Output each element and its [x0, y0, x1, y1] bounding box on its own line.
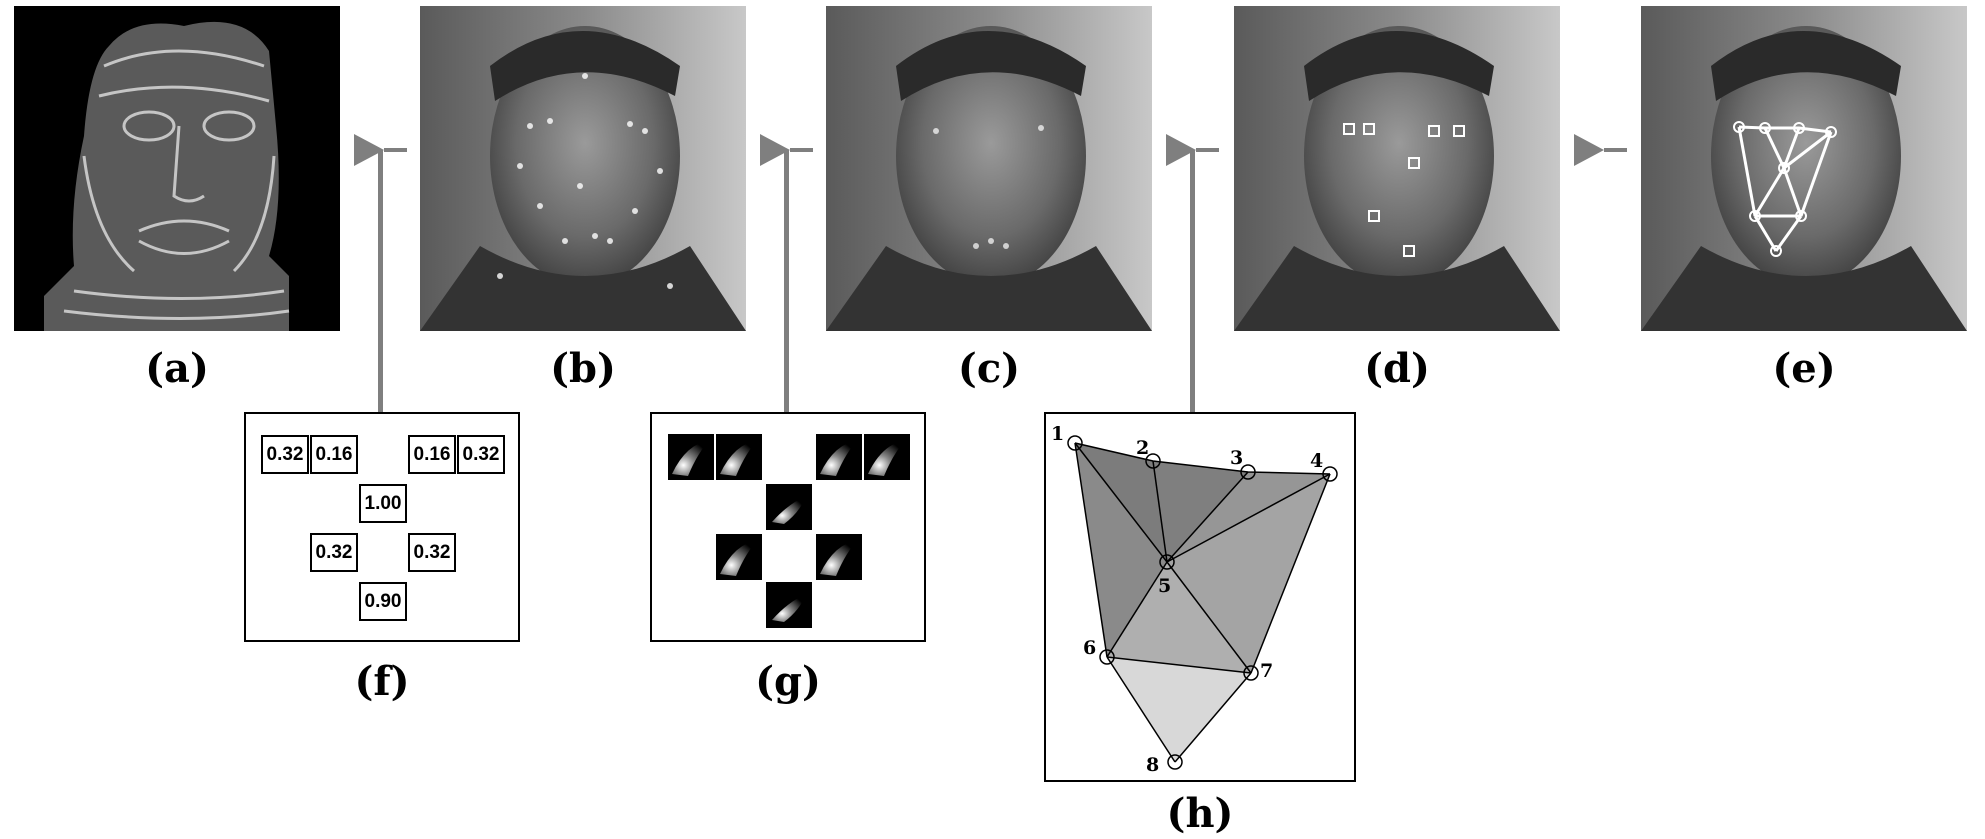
- arrow-icon-a-b: [354, 134, 407, 166]
- caption-h: (h): [1166, 790, 1234, 837]
- node-label: 7: [1260, 660, 1273, 682]
- graph-node: [1099, 649, 1115, 665]
- graph-node: [1067, 435, 1083, 451]
- graph-region: [1153, 461, 1248, 562]
- panel-d-feature-detections: [1234, 6, 1560, 331]
- weight-cell: 0.32: [408, 533, 456, 572]
- connector-line-f: [378, 150, 383, 412]
- panel-c-filtered-points: [826, 6, 1152, 331]
- face-image-c: [826, 6, 1152, 331]
- panel-b-face-candidate-points: [420, 6, 746, 331]
- connector-line-g: [784, 150, 789, 412]
- graph-node: [1167, 754, 1183, 770]
- caption-c: (c): [957, 345, 1021, 392]
- graph-node: [1145, 453, 1161, 469]
- weight-cell: 0.16: [408, 435, 456, 474]
- panel-g-response-maps: [650, 412, 926, 642]
- graph-region: [1107, 562, 1251, 673]
- weight-cell: 0.32: [457, 435, 505, 474]
- graph-region: [1075, 443, 1167, 657]
- caption-d: (d): [1364, 345, 1430, 392]
- graph-region: [1167, 474, 1330, 673]
- caption-a: (a): [145, 345, 209, 392]
- node-label: 6: [1083, 637, 1096, 659]
- caption-b: (b): [550, 345, 616, 392]
- weight-cell: 0.32: [310, 533, 358, 572]
- arrow-icon-c-d: [1166, 134, 1219, 166]
- node-label: 4: [1310, 450, 1323, 472]
- weight-cell: 0.16: [310, 435, 358, 474]
- face-image-d: [1234, 6, 1560, 331]
- graph-node: [1240, 464, 1256, 480]
- weight-cell-center: 1.00: [359, 484, 407, 523]
- panel-f-weight-grid: 0.32 0.16 0.16 0.32 1.00 0.32 0.32 0.90: [244, 412, 520, 642]
- response-map: [816, 434, 862, 480]
- weight-cell: 0.32: [261, 435, 309, 474]
- arrow-icon-d-e: [1574, 134, 1627, 166]
- panel-e-fitted-graph: [1641, 6, 1967, 331]
- caption-e: (e): [1772, 345, 1836, 392]
- node-label: 2: [1136, 437, 1149, 459]
- caption-g: (g): [755, 658, 821, 705]
- response-map-center: [766, 484, 812, 530]
- arrow-icon-b-c: [760, 134, 813, 166]
- graph-node: [1322, 466, 1338, 482]
- node-label: 8: [1146, 754, 1159, 776]
- response-map: [716, 434, 762, 480]
- graph-diagram: 1 2 3 4 5 6 7 8: [1051, 423, 1338, 776]
- weight-cell: 0.90: [359, 582, 407, 621]
- node-label: 5: [1158, 575, 1171, 597]
- face-image-e: [1641, 6, 1967, 331]
- face-image-b: [420, 6, 746, 331]
- connector-line-h: [1190, 150, 1195, 412]
- panel-h-geometric-graph: 1 2 3 4 5 6 7 8: [1044, 412, 1356, 782]
- graph-node: [1243, 665, 1259, 681]
- response-map-bottom: [766, 582, 812, 628]
- node-label: 3: [1230, 447, 1243, 469]
- graph-node: [1159, 554, 1175, 570]
- response-map: [716, 534, 762, 580]
- response-map: [864, 434, 910, 480]
- response-map: [816, 534, 862, 580]
- graph-region: [1107, 657, 1251, 762]
- edge-map-image: [44, 21, 290, 331]
- panel-a-edge-map: [14, 6, 340, 331]
- caption-f: (f): [354, 658, 410, 705]
- node-label: 1: [1051, 423, 1064, 445]
- response-map: [668, 434, 714, 480]
